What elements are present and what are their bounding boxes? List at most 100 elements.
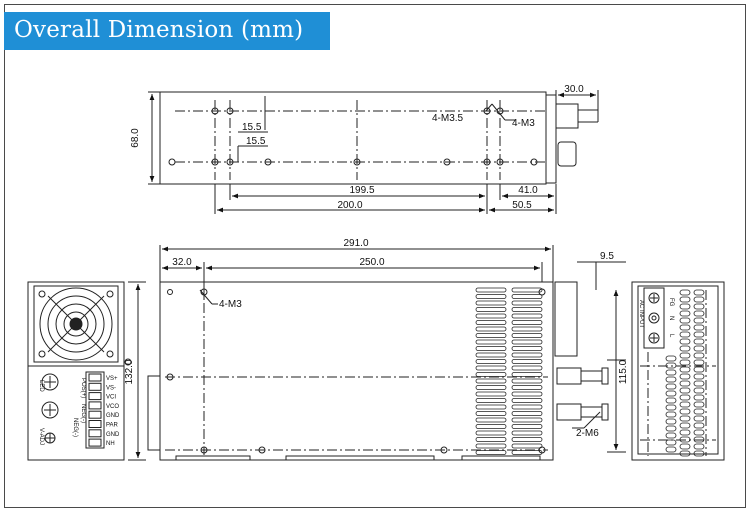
vent-slot [511,359,543,364]
vent-slot [475,437,507,442]
vent-slot [475,424,507,429]
input-label-n: N [668,316,674,320]
dim-top-front: 30.0 [564,84,584,95]
vent-slot [693,436,705,443]
vent-slot [511,365,543,371]
vent-slot [665,446,677,453]
screw-label-m35: 4-M3.5 [432,113,464,124]
terminal-label: VS+ [106,376,118,382]
vent-slot [679,394,691,401]
page-title: Overall Dimension (mm) [14,17,304,43]
knob-label-neg-a: NEG(-) [80,404,86,423]
top-fan-bracket [557,141,577,167]
front-panel-outline [27,281,125,461]
vent-slot [511,411,543,416]
ac-input-terminal [643,287,665,349]
vent-slot [475,443,507,449]
screw-label-m3-side: 4-M3 [219,299,242,310]
vent-slot [665,390,677,397]
vent-slot [665,397,677,404]
vent-slot [679,352,691,359]
vent-slot [693,373,705,380]
vent-slot [679,387,691,394]
vent-slot [693,408,705,415]
drawing-frame [4,4,746,508]
vent-slot [665,432,677,439]
vent-slot [665,383,677,390]
vent-slot [679,380,691,387]
vent-slot [475,404,507,410]
vent-slot [665,369,677,376]
dim-hole-offset-a: 15.5 [242,122,262,133]
vent-slot [679,345,691,352]
vent-slot [679,422,691,429]
vent-slot [475,320,507,325]
input-label-fg: FG [668,298,674,307]
vent-slot [511,287,543,293]
top-connector-housing [545,94,557,184]
vent-slot [679,401,691,408]
dim-span-outer: 200.0 [337,200,362,211]
terminal-label: GND [106,432,120,438]
terminal-label: VCO [106,404,119,410]
vent-slot [665,439,677,446]
knob-label-pos: POS(+) [80,378,86,398]
vent-slot [475,391,507,397]
rear-panel [631,281,725,461]
vent-slot [693,429,705,436]
top-view-body [159,91,547,185]
vent-slot [693,359,705,366]
vent-slot [475,346,507,351]
dim-span-inner: 199.5 [349,185,374,196]
vent-slot [679,310,691,317]
vadj-label: V-ADJ [38,428,44,445]
vent-slot [511,294,543,299]
vent-slot [693,310,705,317]
vent-slot [693,401,705,408]
dim-right-a: 41.0 [518,185,538,196]
terminal-pin [88,410,102,419]
top-view [148,90,599,214]
vent-slot [693,415,705,422]
vent-slot [511,326,543,332]
vent-slot [475,326,507,332]
vent-slot [475,333,507,338]
vent-slot [511,307,543,312]
terminal-pin [88,429,102,438]
vent-slot [511,313,543,319]
title-banner: Overall Dimension (mm) [4,12,330,50]
vent-slot [665,362,677,369]
vent-slot [665,418,677,425]
bolt-label-m6: 2-M6 [576,428,599,439]
vent-slot [511,437,543,442]
vent-slot [475,372,507,377]
vent-slot [511,391,543,397]
vent-slot [693,394,705,401]
vent-slot [679,331,691,338]
dim-side-vertical-span: 115.0 [618,359,629,384]
vent-slot [693,338,705,345]
dim-hole-offset-b: 15.5 [246,136,266,147]
vent-slot [679,443,691,450]
terminal-label: PAR [106,423,119,429]
vent-slot [679,324,691,331]
vadj-knob [41,401,59,419]
vent-slot [665,404,677,411]
vent-slot [475,417,507,423]
dim-side-left-offset: 32.0 [172,257,192,268]
led-label: LED [38,380,44,392]
dim-side-length: 291.0 [343,238,368,249]
vent-slot [511,333,543,338]
terminal-label: VCI [106,395,116,401]
vent-slot [511,424,543,429]
vent-slot [511,450,543,455]
vent-slot [511,378,543,384]
vent-slot [693,289,705,296]
vent-slot [475,378,507,384]
vent-slot [475,313,507,319]
vent-slot [693,324,705,331]
input-label-l: L [668,334,674,338]
vent-slot [475,352,507,358]
vent-slot [511,346,543,351]
